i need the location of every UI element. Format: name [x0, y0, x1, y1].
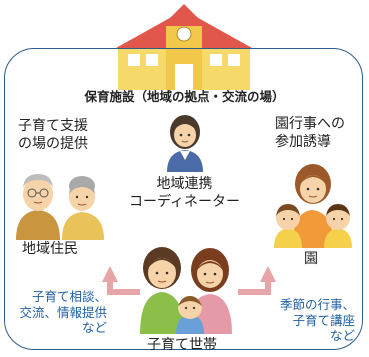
facility-frame	[4, 48, 363, 350]
right-arrow-icon	[238, 266, 276, 295]
kindergarten-label: 園	[304, 251, 318, 267]
left-services-label: 子育て相談、 交流、情報提供 など	[19, 289, 107, 336]
family-icon	[140, 247, 232, 334]
residents-label: 地域住民	[22, 241, 78, 257]
page-title: 保育施設（地域の拠点・交流の場）	[84, 89, 285, 104]
right-services-label: 季節の行事、 子育て講座 など	[279, 297, 355, 344]
support-place-label: 子育て支援 の場の提供	[18, 118, 88, 152]
event-participation-label: 園行事への 参加誘導	[275, 116, 345, 150]
family-label: 子育て世帯	[147, 337, 217, 353]
coordinator-person-icon	[167, 115, 203, 172]
coordinator-label: 地域連携 コーディネーター	[128, 176, 241, 210]
left-arrow-icon	[102, 266, 140, 295]
school-building-icon	[116, 4, 252, 90]
kindergarten-icon	[274, 164, 352, 248]
residents-icon	[16, 174, 104, 240]
